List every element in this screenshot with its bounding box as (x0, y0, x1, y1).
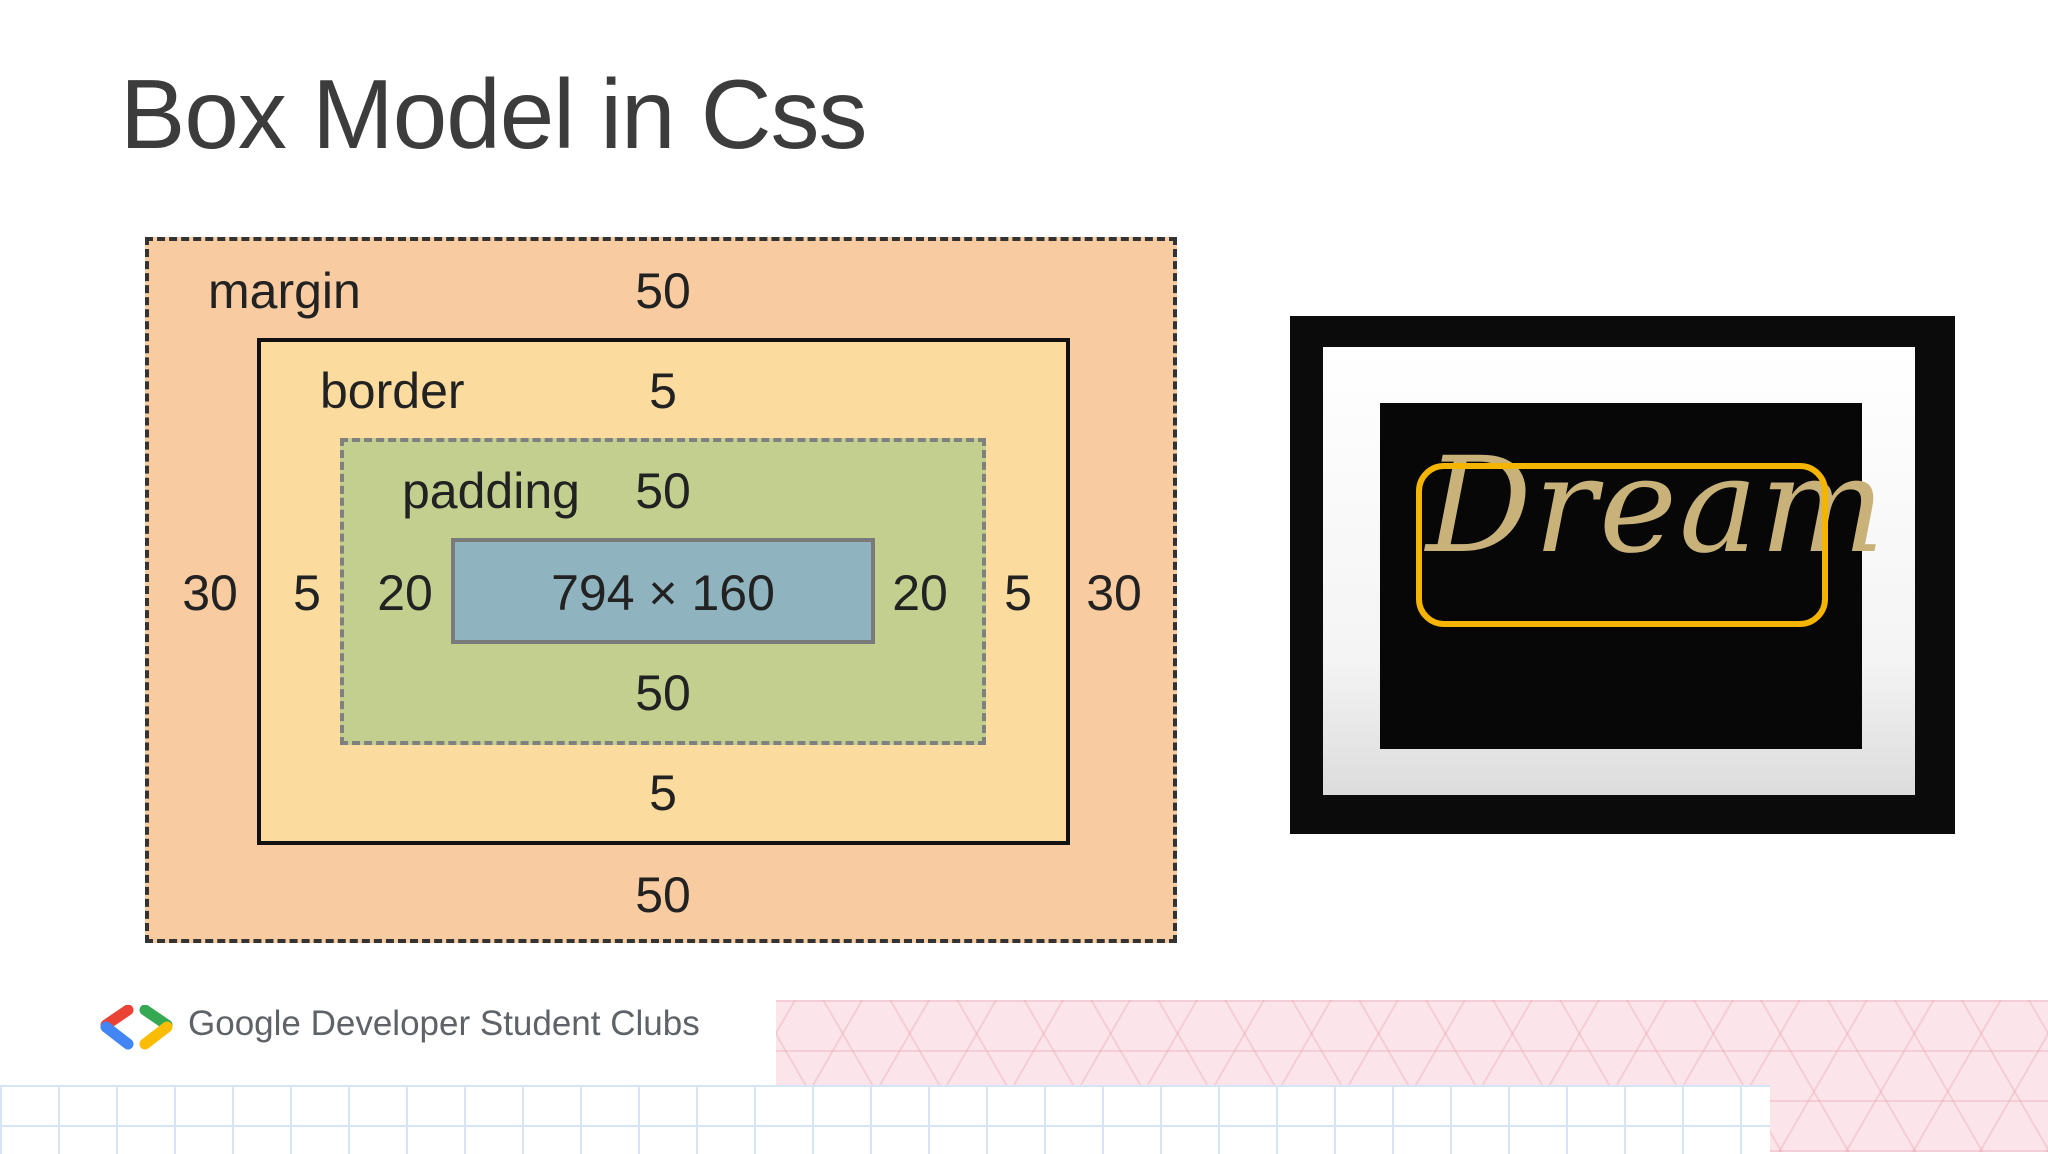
margin-label: margin (208, 263, 361, 319)
padding-top-value: 50 (635, 463, 691, 519)
padding-bottom-value: 50 (635, 665, 691, 721)
border-bottom-value: 5 (649, 765, 677, 821)
brand-name: Google Developer Student Clubs (188, 1004, 700, 1043)
padding-right-value: 20 (892, 565, 948, 621)
margin-bottom-value: 50 (635, 867, 691, 923)
decorative-grid (0, 1085, 1770, 1154)
padding-label: padding (402, 463, 580, 519)
margin-right-value: 30 (1086, 565, 1142, 621)
gdsc-logo-icon (100, 1005, 173, 1050)
border-top-value: 5 (649, 363, 677, 419)
slide-title: Box Model in Css (120, 59, 868, 169)
content-box (451, 538, 875, 644)
picture-artwork (1380, 403, 1862, 749)
border-label: border (320, 363, 465, 419)
margin-left-value: 30 (182, 565, 238, 621)
content-size: 794 × 160 (551, 565, 775, 621)
dream-script-text: Dream (1426, 429, 1887, 583)
border-left-value: 5 (293, 565, 321, 621)
padding-left-value: 20 (377, 565, 433, 621)
margin-top-value: 50 (635, 263, 691, 319)
border-right-value: 5 (1004, 565, 1032, 621)
content-highlight-outline (1416, 463, 1828, 627)
